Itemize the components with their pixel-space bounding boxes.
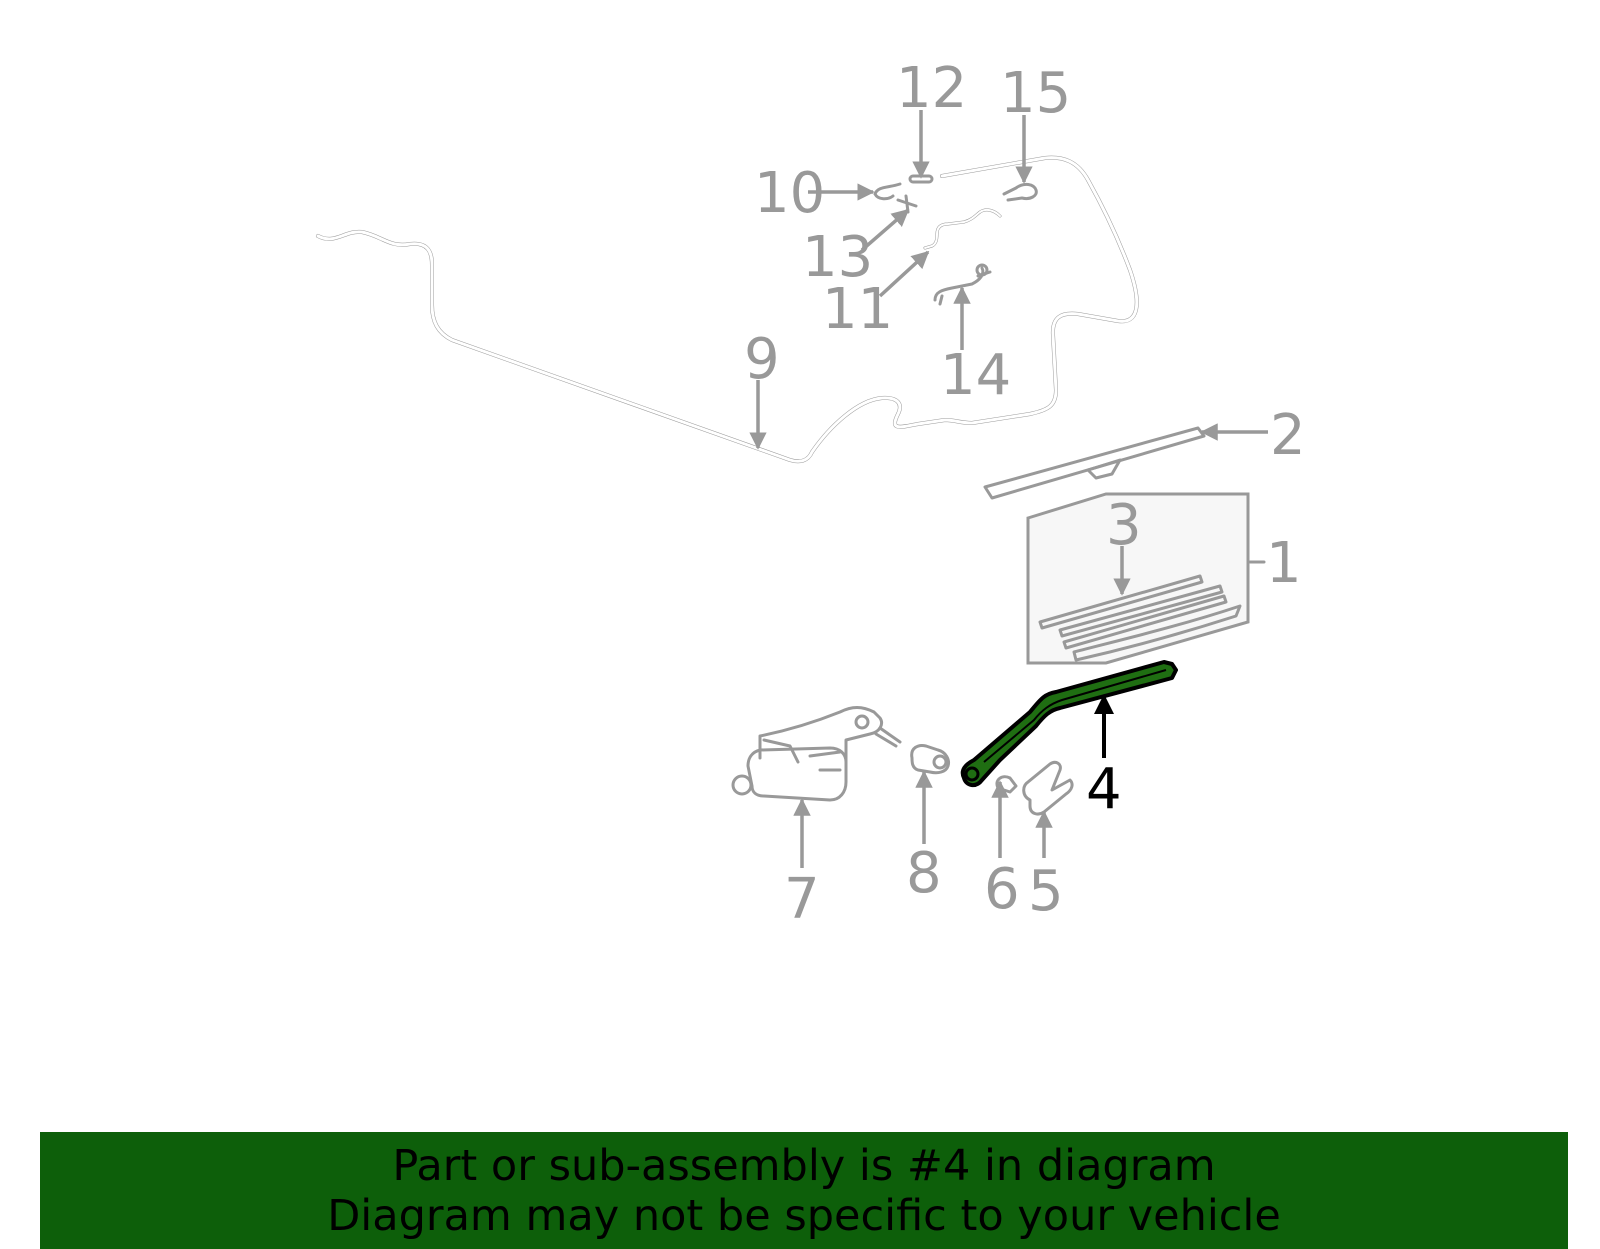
hose-section-part-11 [923, 208, 1002, 250]
banner-line-part-number: Part or sub-assembly is #4 in diagram [392, 1141, 1216, 1191]
wiper-arm-part-4 [960, 660, 1178, 787]
wiper-blade-part-2 [983, 426, 1206, 500]
callout-7: 7 [784, 867, 820, 932]
nozzle-part-15 [1002, 182, 1038, 202]
callout-11: 11 [822, 277, 893, 342]
info-banner: Part or sub-assembly is #4 in diagram Di… [40, 1132, 1568, 1249]
callout-14: 14 [940, 343, 1011, 408]
check-valve-part-14 [933, 263, 992, 306]
washer-hose-part-9 [316, 155, 1139, 464]
blade-refill-part-3 [1038, 574, 1242, 662]
callout-4: 4 [1086, 757, 1122, 822]
blade-kit-box-part-1 [1026, 492, 1266, 665]
callout-13: 13 [802, 225, 873, 290]
leader-lines [749, 110, 1268, 868]
callout-10: 10 [754, 161, 825, 226]
arm-cap-part-5 [1022, 760, 1074, 816]
callout-12: 12 [896, 56, 967, 121]
callout-6: 6 [984, 857, 1020, 922]
callout-8: 8 [906, 841, 942, 906]
callout-15: 15 [1000, 61, 1071, 126]
callout-1: 1 [1266, 531, 1302, 596]
callout-9: 9 [744, 327, 780, 392]
wiper-motor-part-7 [731, 706, 902, 802]
callout-3: 3 [1106, 493, 1142, 558]
callout-5: 5 [1028, 859, 1064, 924]
grommet-part-8 [910, 744, 950, 775]
hose-connector-part-10 [873, 182, 902, 201]
banner-line-disclaimer: Diagram may not be specific to your vehi… [327, 1191, 1281, 1241]
callout-2: 2 [1270, 403, 1306, 468]
